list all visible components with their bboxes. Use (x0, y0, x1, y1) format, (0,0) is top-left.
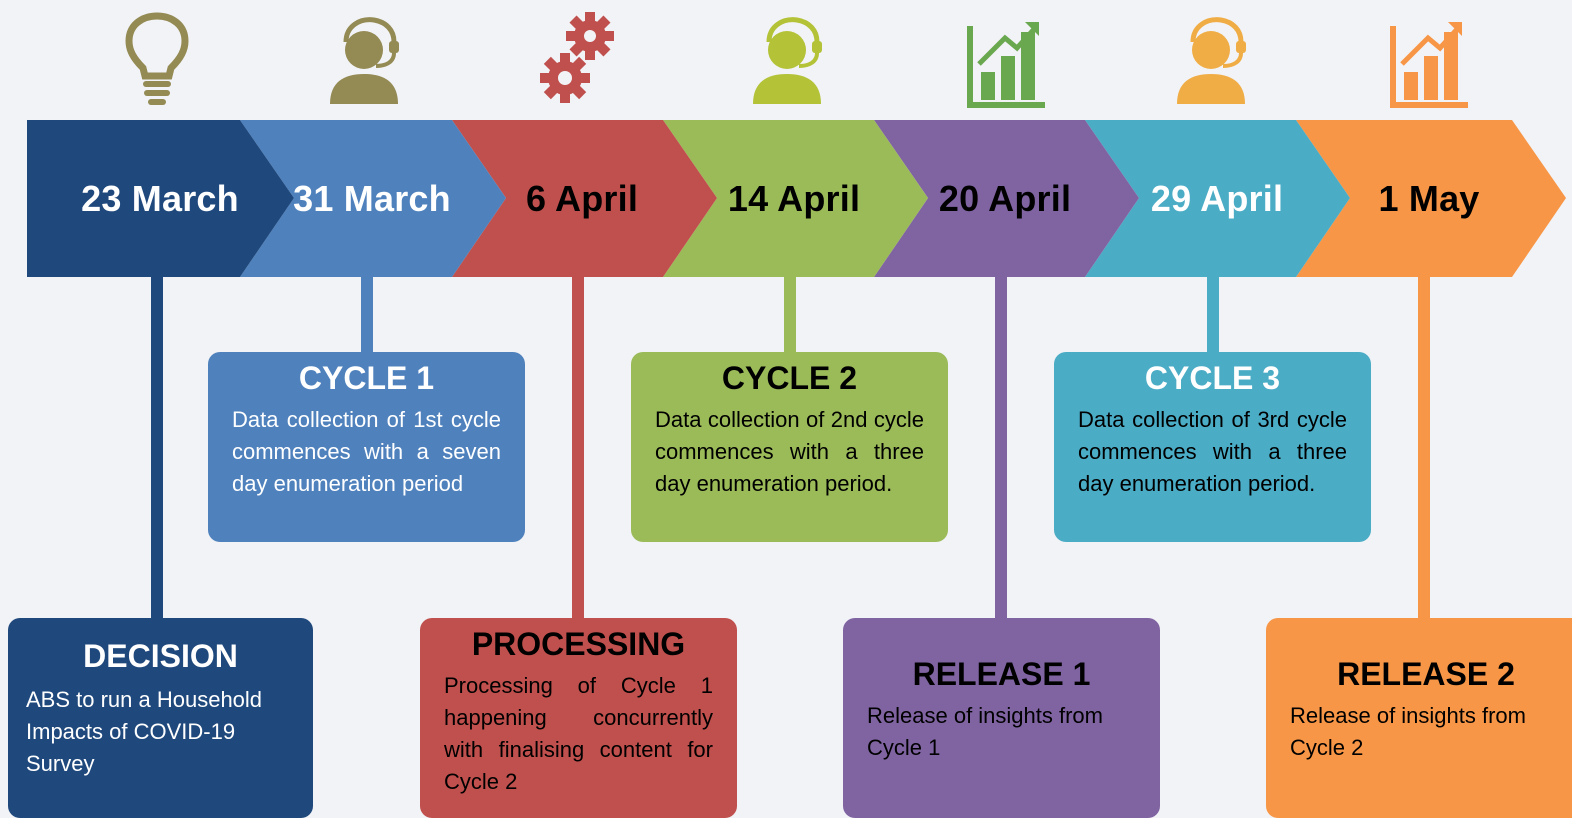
connector-cycle1 (361, 277, 373, 353)
headset-person-icon (316, 8, 416, 112)
headset-person-icon (1163, 8, 1263, 112)
gears-icon (535, 8, 635, 112)
cycle2-card: CYCLE 2 Data collection of 2nd cycle com… (631, 352, 948, 542)
processing-title: PROCESSING (471, 626, 686, 662)
connector-cycle2 (784, 277, 796, 353)
release1-body: Release of insights from Cycle 1 (867, 703, 1103, 760)
connector-cycle3 (1207, 277, 1219, 353)
cycle3-title: CYCLE 3 (1144, 360, 1281, 396)
cycle3-card: CYCLE 3 Data collection of 3rd cycle com… (1054, 352, 1371, 542)
date-31-march: 31 March (293, 177, 451, 219)
processing-body: Processing of Cycle 1 happening concurre… (444, 673, 713, 794)
processing-card: PROCESSING Processing of Cycle 1 happeni… (420, 618, 737, 818)
chevron-blue (240, 120, 506, 277)
date-23-march: 23 March (81, 177, 239, 219)
cycle3-body: Data collection of 3rd cycle commences w… (1078, 407, 1347, 496)
date-1-may: 1 May (1378, 177, 1480, 219)
headset-person-icon (739, 8, 839, 112)
bar-chart-icon (955, 8, 1055, 112)
cycle1-title: CYCLE 1 (298, 360, 435, 396)
date-14-april: 14 April (727, 177, 861, 219)
chevron-green (663, 120, 928, 277)
release2-title: RELEASE 2 (1337, 656, 1515, 692)
release1-title: RELEASE 1 (912, 656, 1091, 692)
cycle2-body: Data collection of 2nd cycle commences w… (655, 407, 924, 496)
lightbulb-icon (107, 8, 207, 112)
decision-title: DECISION (83, 638, 238, 674)
cycle1-card: CYCLE 1 Data collection of 1st cycle com… (208, 352, 525, 542)
release2-card: RELEASE 2 Release of insights from Cycle… (1266, 618, 1572, 818)
chevron-red (452, 120, 717, 277)
chevron-navy (27, 120, 294, 277)
connector-decision (151, 277, 163, 619)
chevron-purple (874, 120, 1139, 277)
connector-release2 (1418, 277, 1430, 619)
release1-card: RELEASE 1 Release of insights from Cycle… (843, 618, 1160, 818)
decision-body: ABS to run a Household Impacts of COVID-… (26, 687, 263, 776)
cycle1-body: Data collection of 1st cycle commences w… (232, 407, 501, 496)
release2-body: Release of insights from Cycle 2 (1290, 703, 1526, 760)
date-6-april: 6 April (525, 177, 639, 219)
bar-chart-icon (1378, 8, 1478, 112)
connector-processing (572, 277, 584, 619)
decision-card: DECISION ABS to run a Household Impacts … (8, 618, 313, 818)
chevron-orange (1296, 120, 1566, 277)
date-29-april: 29 April (1150, 177, 1284, 219)
connector-release1 (995, 277, 1007, 619)
date-20-april: 20 April (938, 177, 1072, 219)
timeline-arrow-strip (27, 120, 1566, 277)
cycle2-title: CYCLE 2 (721, 360, 858, 396)
chevron-teal (1085, 120, 1350, 277)
